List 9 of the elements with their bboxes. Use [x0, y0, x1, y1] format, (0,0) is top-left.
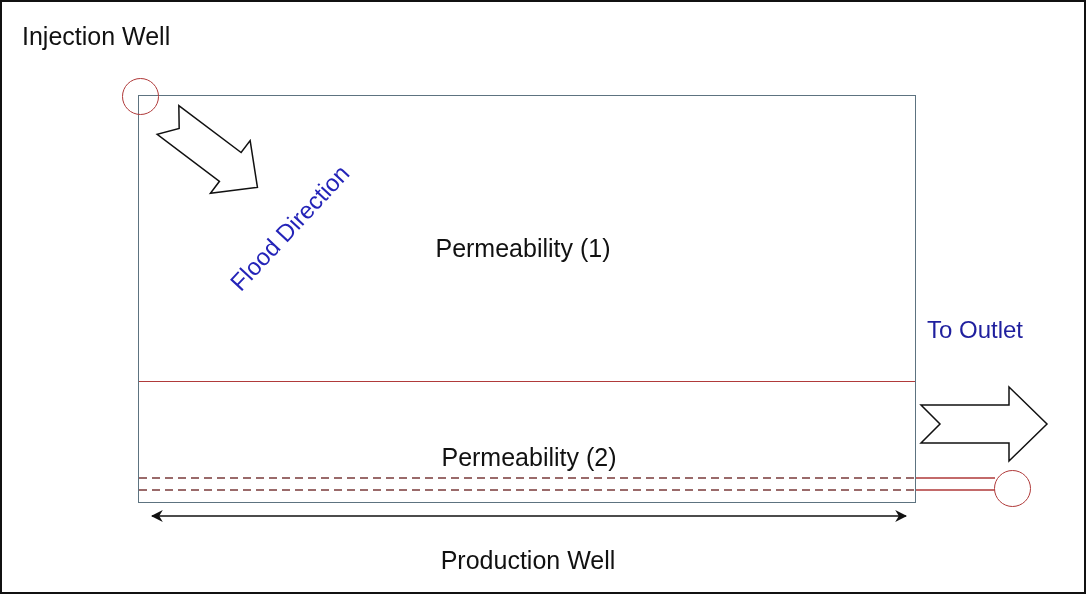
well-label: Injection Well [22, 22, 171, 51]
well-circle [994, 470, 1031, 507]
well-label: Production Well [440, 545, 616, 575]
lower-layer [138, 381, 916, 503]
connector-line [915, 477, 996, 491]
upper-layer [138, 95, 916, 382]
layer-label: Permeability (1) [435, 233, 611, 263]
outlet-label: To Outlet [927, 316, 1023, 344]
layer-label: Permeability (2) [441, 442, 617, 472]
